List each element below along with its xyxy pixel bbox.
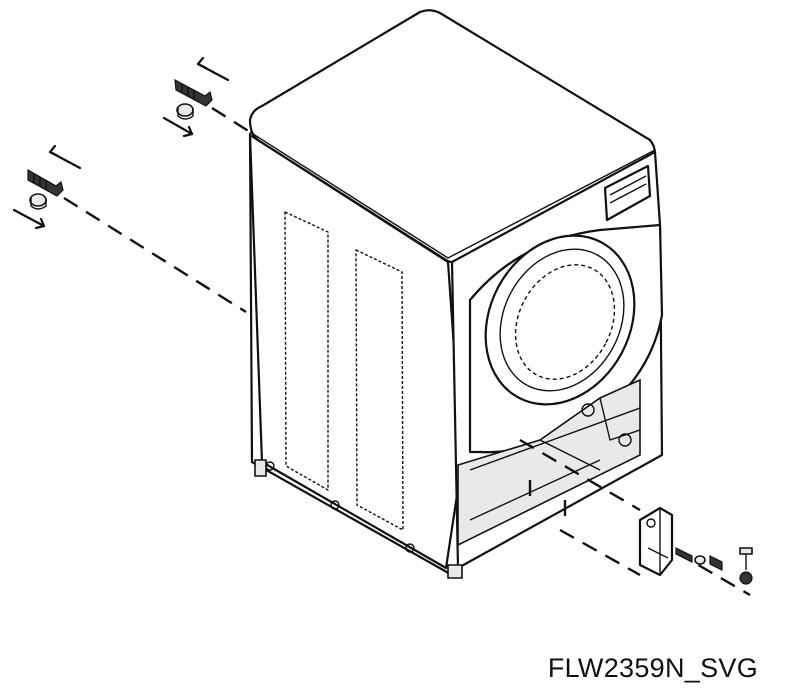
bracket-screw bbox=[739, 547, 753, 585]
bolt-guide-line-lower bbox=[63, 196, 247, 314]
removal-arrow-lower-in bbox=[12, 208, 46, 230]
shipping-bolt-upper bbox=[174, 78, 213, 120]
transit-bracket bbox=[638, 506, 674, 577]
bracket-bolt bbox=[675, 547, 723, 571]
shipping-bolt-lower bbox=[27, 168, 64, 210]
removal-arrow-lower-out bbox=[48, 144, 82, 170]
removal-arrow-upper-in bbox=[162, 116, 194, 138]
detergent-drawer bbox=[603, 164, 652, 222]
side-vents bbox=[284, 211, 404, 531]
base-opening bbox=[457, 378, 641, 547]
figure-code: FLW2359N_SVG bbox=[547, 653, 758, 683]
bolt-guide-line-upper bbox=[211, 106, 251, 134]
washer-feet bbox=[254, 459, 463, 579]
door-porthole bbox=[484, 234, 636, 406]
removal-arrow-upper-out bbox=[196, 56, 230, 82]
